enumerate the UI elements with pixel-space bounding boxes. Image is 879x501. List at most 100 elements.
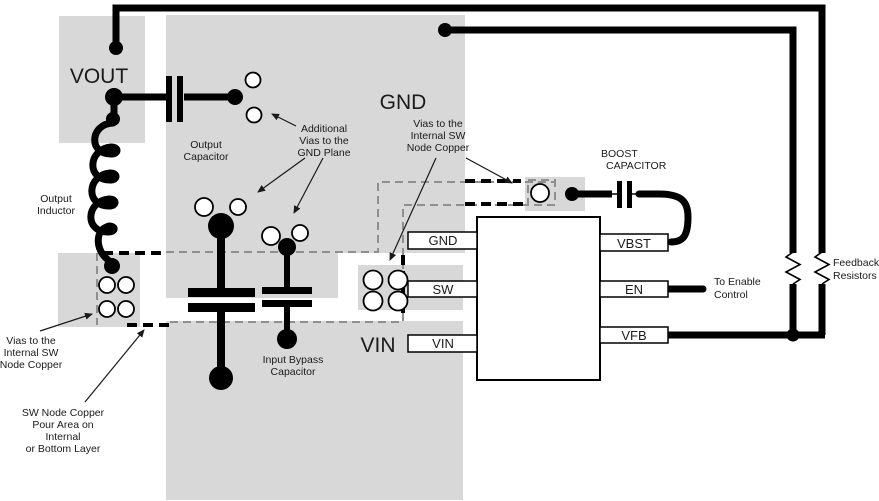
cap-plate bbox=[262, 300, 312, 307]
cap-plate bbox=[262, 287, 312, 294]
input-bypass-label: Input Bypass Capacitor bbox=[263, 354, 324, 378]
vias-sw-bottom-label: Vias to the Internal SW Node Copper bbox=[0, 335, 63, 371]
vin-label: VIN bbox=[360, 334, 395, 357]
cap-bottom-pad bbox=[277, 329, 297, 349]
svg-text:Internal SW: Internal SW bbox=[4, 347, 59, 359]
boost-via bbox=[530, 183, 550, 203]
ic: GND SW VIN VBST EN VFB bbox=[407, 216, 669, 381]
sw-via-left bbox=[117, 276, 135, 294]
svg-text:Control: Control bbox=[714, 289, 748, 301]
svg-text:Vias to the: Vias to the bbox=[413, 118, 463, 130]
svg-text:GND Plane: GND Plane bbox=[297, 147, 350, 159]
cap-plate bbox=[166, 76, 172, 122]
vout-output-capacitor bbox=[105, 76, 243, 122]
vout-node-pad bbox=[105, 88, 123, 106]
svg-text:Internal SW: Internal SW bbox=[411, 130, 466, 142]
svg-text:Output: Output bbox=[40, 193, 72, 205]
cap-plate bbox=[627, 181, 632, 208]
pin-box-vbst bbox=[599, 233, 669, 252]
svg-text:To Enable: To Enable bbox=[714, 276, 761, 288]
additional-vias-label: Additional Vias to the GND Plane bbox=[297, 123, 350, 159]
gnd-plane-pour bbox=[166, 15, 465, 298]
output-inductor bbox=[87, 112, 121, 274]
annotation-arrows bbox=[39, 113, 513, 403]
boost-via-dash-box bbox=[527, 179, 556, 206]
inductor-bottom-pad bbox=[104, 258, 120, 274]
sw-via-left bbox=[98, 276, 116, 294]
svg-text:Internal: Internal bbox=[45, 431, 80, 443]
gnd-label: GND bbox=[380, 91, 427, 114]
input-bypass-capacitor bbox=[262, 238, 312, 349]
gnd-via bbox=[261, 226, 281, 246]
pin-label-gnd: GND bbox=[429, 233, 458, 248]
svg-text:Capacitor: Capacitor bbox=[184, 151, 229, 163]
feedback-resistors bbox=[784, 251, 831, 285]
vout-trace-via bbox=[109, 41, 123, 55]
resistor-2 bbox=[813, 251, 831, 285]
vias bbox=[98, 71, 550, 318]
pin-box-vfb bbox=[599, 326, 669, 344]
feedback-resistors-label: Feedback Resistors bbox=[833, 257, 879, 282]
ic-pin-labels: GND SW VIN VBST EN VFB bbox=[429, 233, 651, 351]
sw-via-left bbox=[98, 300, 116, 318]
pin-box-gnd bbox=[407, 231, 478, 250]
svg-text:Output: Output bbox=[190, 139, 222, 151]
inductor-top-pad bbox=[106, 112, 120, 126]
ic-pin-boxes bbox=[407, 231, 669, 353]
gnd-trace-via bbox=[438, 23, 452, 37]
svg-text:Feedback: Feedback bbox=[833, 257, 879, 269]
cap-right-pad bbox=[227, 89, 243, 105]
boost-capacitor bbox=[565, 181, 639, 208]
vfb-junction-dot bbox=[786, 328, 800, 342]
arrow-to-gnd-vias-3 bbox=[293, 157, 324, 214]
svg-text:Node Copper: Node Copper bbox=[407, 142, 470, 154]
arrow-to-sw-via-cluster bbox=[389, 157, 437, 261]
svg-text:Capacitor: Capacitor bbox=[271, 366, 316, 378]
inductor-coil bbox=[87, 119, 121, 267]
svg-text:Inductor: Inductor bbox=[37, 205, 75, 217]
svg-text:Resistors: Resistors bbox=[833, 270, 877, 282]
svg-text:Vias to the: Vias to the bbox=[299, 135, 349, 147]
vias-sw-top-label: Vias to the Internal SW Node Copper bbox=[407, 118, 470, 154]
svg-text:BOOST: BOOST bbox=[601, 148, 638, 160]
cap-bottom-pad bbox=[209, 366, 233, 390]
sw-via bbox=[362, 290, 384, 312]
gnd-via bbox=[291, 224, 309, 242]
cap-plate bbox=[617, 181, 622, 208]
boost-capacitor-label: BOOST CAPACITOR bbox=[601, 148, 667, 172]
gnd-via bbox=[194, 197, 214, 217]
svg-text:Vias to the: Vias to the bbox=[6, 335, 56, 347]
pin-label-vin: VIN bbox=[432, 336, 454, 351]
svg-text:Input Bypass: Input Bypass bbox=[263, 354, 324, 366]
arrow-to-gnd-vias-1 bbox=[271, 113, 297, 127]
boost-trace-curve bbox=[635, 190, 692, 246]
resistor-1 bbox=[784, 251, 802, 285]
pin-box-sw bbox=[407, 280, 478, 298]
boost-pad-dot bbox=[565, 187, 579, 201]
gnd-feedback-trace bbox=[445, 26, 797, 253]
svg-text:Pour Area on: Pour Area on bbox=[32, 419, 93, 431]
svg-text:Node Copper: Node Copper bbox=[0, 359, 63, 371]
svg-text:CAPACITOR: CAPACITOR bbox=[606, 160, 667, 172]
arrow-to-left-sw-vias bbox=[39, 312, 93, 332]
svg-text:SW Node Copper: SW Node Copper bbox=[22, 407, 105, 419]
pin-label-en: EN bbox=[625, 282, 643, 297]
pin-label-vbst: VBST bbox=[617, 236, 651, 251]
sw-via bbox=[387, 269, 409, 291]
cap-plate bbox=[188, 303, 255, 312]
output-inductor-label: Output Inductor bbox=[37, 193, 75, 217]
gnd-via bbox=[245, 106, 263, 124]
svg-text:or Bottom Layer: or Bottom Layer bbox=[26, 443, 101, 455]
pin-box-en bbox=[599, 280, 669, 298]
vout-label: VOUT bbox=[70, 65, 129, 88]
pin-label-sw: SW bbox=[433, 282, 455, 297]
cap-plate bbox=[177, 76, 183, 122]
cap-plate bbox=[188, 288, 255, 297]
gnd-via bbox=[244, 71, 262, 89]
arrow-to-boost-via bbox=[465, 157, 513, 184]
vout-pad-pour bbox=[59, 16, 145, 143]
sw-via bbox=[387, 290, 409, 312]
to-enable-label: To Enable Control bbox=[714, 276, 761, 301]
